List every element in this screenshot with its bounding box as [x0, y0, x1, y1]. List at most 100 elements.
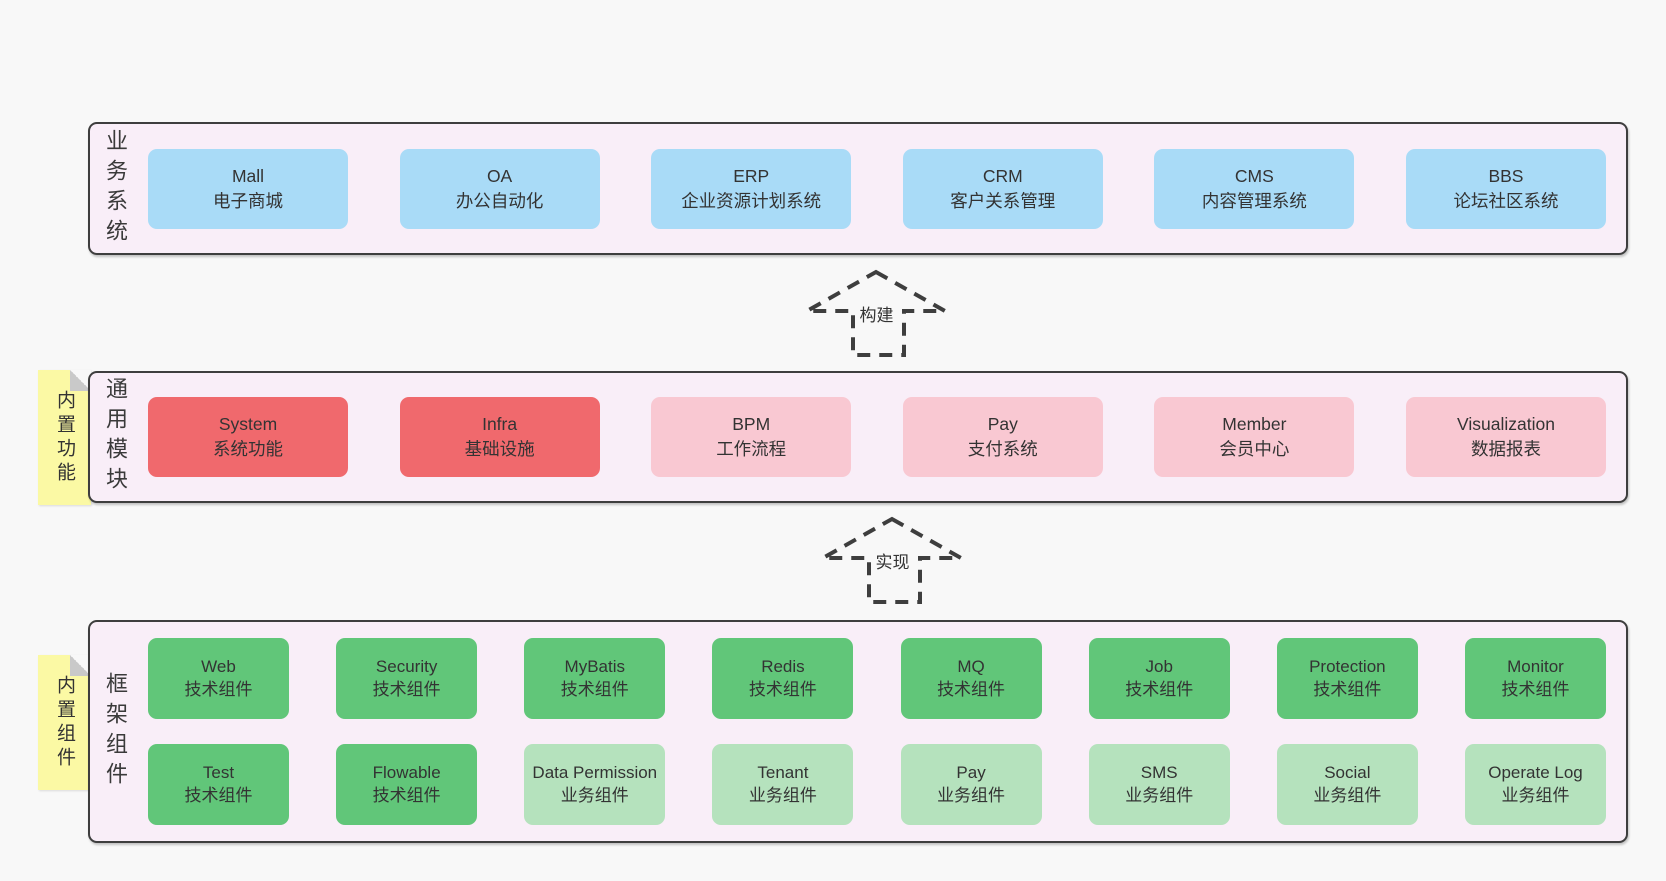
box-subtitle: 办公自动化 — [455, 190, 544, 211]
framework-row-2: Test 技术组件 Flowable 技术组件 Data Permission … — [148, 744, 1606, 825]
box-subtitle: 业务组件 — [560, 785, 629, 805]
box-subtitle: 技术组件 — [1125, 679, 1194, 699]
sticky-note-builtin-features: 内置功能 — [38, 370, 91, 505]
box-title: MyBatis — [564, 656, 626, 676]
box-subtitle: 支付系统 — [967, 439, 1038, 459]
box-title: CRM — [982, 165, 1023, 186]
box-subtitle: 业务组件 — [1501, 785, 1570, 805]
box-subtitle: 技术组件 — [1313, 679, 1382, 699]
box-subtitle: 会员中心 — [1219, 439, 1290, 459]
box-visualization: Visualization 数据报表 — [1405, 397, 1606, 477]
box-title: Data Permission — [532, 762, 658, 782]
band-framework-components-rows: Web 技术组件 Security 技术组件 MyBatis 技术组件 Redi… — [128, 638, 1626, 825]
box-infra: Infra 基础设施 — [399, 397, 600, 477]
box-sms: SMS 业务组件 — [1088, 744, 1230, 825]
box-subtitle: 技术组件 — [560, 679, 629, 699]
box-title: Web — [201, 656, 236, 676]
box-tenant: Tenant 业务组件 — [712, 744, 854, 825]
sticky-note-builtin-components: 内置组件 — [38, 655, 91, 790]
box-member: Member 会员中心 — [1154, 397, 1355, 477]
box-title: System — [218, 414, 278, 435]
box-title: MQ — [957, 656, 985, 676]
box-bpm: BPM 工作流程 — [651, 397, 852, 477]
folded-corner-icon — [70, 655, 91, 676]
box-subtitle: 技术组件 — [1501, 679, 1570, 699]
box-mq: MQ 技术组件 — [900, 638, 1042, 719]
box-operate-log: Operate Log 业务组件 — [1464, 744, 1606, 825]
box-title: Infra — [482, 414, 518, 435]
box-subtitle: 数据报表 — [1470, 439, 1541, 459]
box-erp: ERP 企业资源计划系统 — [651, 148, 852, 229]
arrow-label-build: 构建 — [856, 301, 897, 326]
band-label-common-modules: 通用模块 — [103, 377, 128, 497]
box-subtitle: 基础设施 — [464, 439, 535, 459]
box-subtitle: 工作流程 — [716, 439, 787, 459]
box-title: BPM — [732, 414, 771, 435]
box-subtitle: 企业资源计划系统 — [681, 190, 822, 211]
box-title: Security — [375, 656, 438, 676]
box-subtitle: 系统功能 — [213, 439, 283, 459]
box-mybatis: MyBatis 技术组件 — [524, 638, 666, 719]
box-title: Member — [1222, 414, 1287, 435]
dashed-up-arrow-implement: 实现 — [820, 515, 965, 607]
box-subtitle: 业务组件 — [1313, 785, 1382, 805]
box-title: ERP — [733, 165, 770, 186]
box-title: Pay — [956, 762, 986, 782]
box-oa: OA 办公自动化 — [399, 148, 600, 229]
up-arrow-icon — [804, 269, 949, 357]
box-social: Social 业务组件 — [1276, 744, 1418, 825]
band-business-systems-boxes: Mall 电子商城 OA 办公自动化 ERP 企业资源计划系统 CRM 客户关系… — [128, 148, 1626, 229]
box-subtitle: 技术组件 — [372, 785, 441, 805]
sticky-note-label: 内置组件 — [54, 674, 75, 771]
band-label-business-systems: 业务系统 — [103, 128, 128, 249]
band-common-modules: 通用模块 System 系统功能 Infra 基础设施 BPM 工作流程 Pay… — [88, 371, 1628, 503]
box-subtitle: 客户关系管理 — [950, 190, 1056, 211]
box-subtitle: 技术组件 — [184, 785, 253, 805]
box-title: Visualization — [1457, 414, 1555, 435]
dashed-up-arrow-build: 构建 — [804, 268, 949, 360]
box-title: Job — [1145, 656, 1173, 676]
box-flowable: Flowable 技术组件 — [336, 744, 478, 825]
box-web: Web 技术组件 — [148, 638, 289, 719]
box-subtitle: 业务组件 — [937, 785, 1006, 805]
box-subtitle: 内容管理系统 — [1201, 190, 1307, 211]
box-title: OA — [486, 165, 513, 186]
box-subtitle: 业务组件 — [748, 785, 817, 805]
band-label-framework-components: 框架组件 — [103, 671, 128, 792]
box-monitor: Monitor 技术组件 — [1464, 638, 1606, 719]
box-title: Mall — [231, 165, 265, 186]
sticky-note-label: 内置功能 — [54, 389, 75, 486]
box-title: BBS — [1488, 165, 1524, 186]
box-title: Pay — [987, 414, 1018, 435]
band-business-systems: 业务系统 Mall 电子商城 OA 办公自动化 ERP 企业资源计划系统 CRM… — [88, 122, 1628, 255]
box-bbs: BBS 论坛社区系统 — [1405, 148, 1606, 229]
box-mall: Mall 电子商城 — [148, 148, 348, 229]
framework-row-1: Web 技术组件 Security 技术组件 MyBatis 技术组件 Redi… — [148, 638, 1606, 719]
box-system: System 系统功能 — [148, 397, 348, 477]
box-title: Monitor — [1507, 656, 1564, 676]
box-subtitle: 技术组件 — [748, 679, 817, 699]
box-protection: Protection 技术组件 — [1276, 638, 1418, 719]
box-title: Operate Log — [1488, 762, 1583, 782]
box-subtitle: 技术组件 — [937, 679, 1006, 699]
box-test: Test 技术组件 — [148, 744, 289, 825]
box-title: Redis — [761, 656, 805, 676]
box-redis: Redis 技术组件 — [712, 638, 854, 719]
box-job: Job 技术组件 — [1088, 638, 1230, 719]
box-subtitle: 技术组件 — [184, 679, 253, 699]
box-pay-component: Pay 业务组件 — [900, 744, 1042, 825]
box-title: Tenant — [757, 762, 809, 782]
box-crm: CRM 客户关系管理 — [902, 148, 1103, 229]
box-subtitle: 论坛社区系统 — [1453, 190, 1559, 211]
box-data-permission: Data Permission 业务组件 — [524, 744, 666, 825]
box-pay-system: Pay 支付系统 — [902, 397, 1103, 477]
box-title: Flowable — [372, 762, 441, 782]
box-subtitle: 业务组件 — [1125, 785, 1194, 805]
band-framework-components: 框架组件 Web 技术组件 Security 技术组件 MyBatis 技术组件… — [88, 620, 1628, 843]
arrow-label-implement: 实现 — [872, 548, 913, 573]
up-arrow-icon — [820, 516, 965, 604]
box-title: CMS — [1234, 165, 1274, 186]
box-title: SMS — [1140, 762, 1178, 782]
box-subtitle: 电子商城 — [213, 190, 283, 211]
folded-corner-icon — [70, 370, 91, 391]
